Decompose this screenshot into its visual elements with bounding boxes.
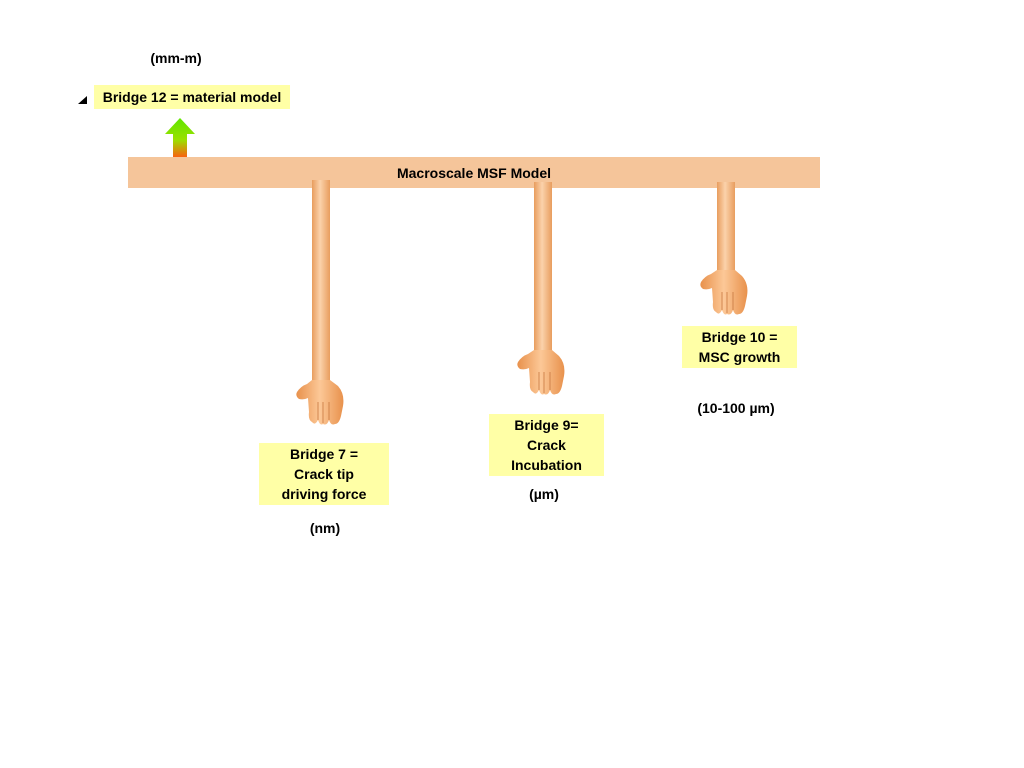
bridge7-line3: driving force — [281, 486, 367, 502]
bridge9-line3: Incubation — [511, 457, 582, 473]
bridge9-label: Bridge 9= Crack Incubation — [489, 414, 604, 476]
arm-bridge7-icon — [296, 180, 344, 425]
bridge10-scale-label: (10-100 µm) — [697, 400, 775, 416]
bridge7-scale-label: (nm) — [309, 520, 341, 536]
bridge9-line1: Bridge 9= — [514, 417, 579, 433]
bridge9-line2: Crack — [527, 437, 566, 453]
macroscale-bar-label: Macroscale MSF Model — [396, 164, 552, 181]
bridge7-line2: Crack tip — [294, 466, 354, 482]
macroscale-msf-model-bar: Macroscale MSF Model — [128, 157, 820, 188]
top-scale-label: (mm-m) — [150, 50, 202, 66]
bridge12-label: Bridge 12 = material model — [94, 85, 290, 109]
bridge10-line1: Bridge 10 = — [701, 329, 778, 345]
up-arrow-icon — [165, 118, 195, 158]
arm-bridge10-icon — [700, 182, 748, 315]
bridge9-scale-label: (µm) — [529, 486, 559, 502]
bridge12-text: Bridge 12 = material model — [102, 89, 282, 105]
bridge10-label: Bridge 10 = MSC growth — [682, 326, 797, 368]
bridge7-label: Bridge 7 = Crack tip driving force — [259, 443, 389, 505]
arm-bridge9-icon — [517, 182, 565, 395]
bridge7-line1: Bridge 7 = — [289, 446, 359, 462]
bullet-triangle-icon — [78, 96, 87, 104]
bridge10-line2: MSC growth — [698, 349, 781, 365]
